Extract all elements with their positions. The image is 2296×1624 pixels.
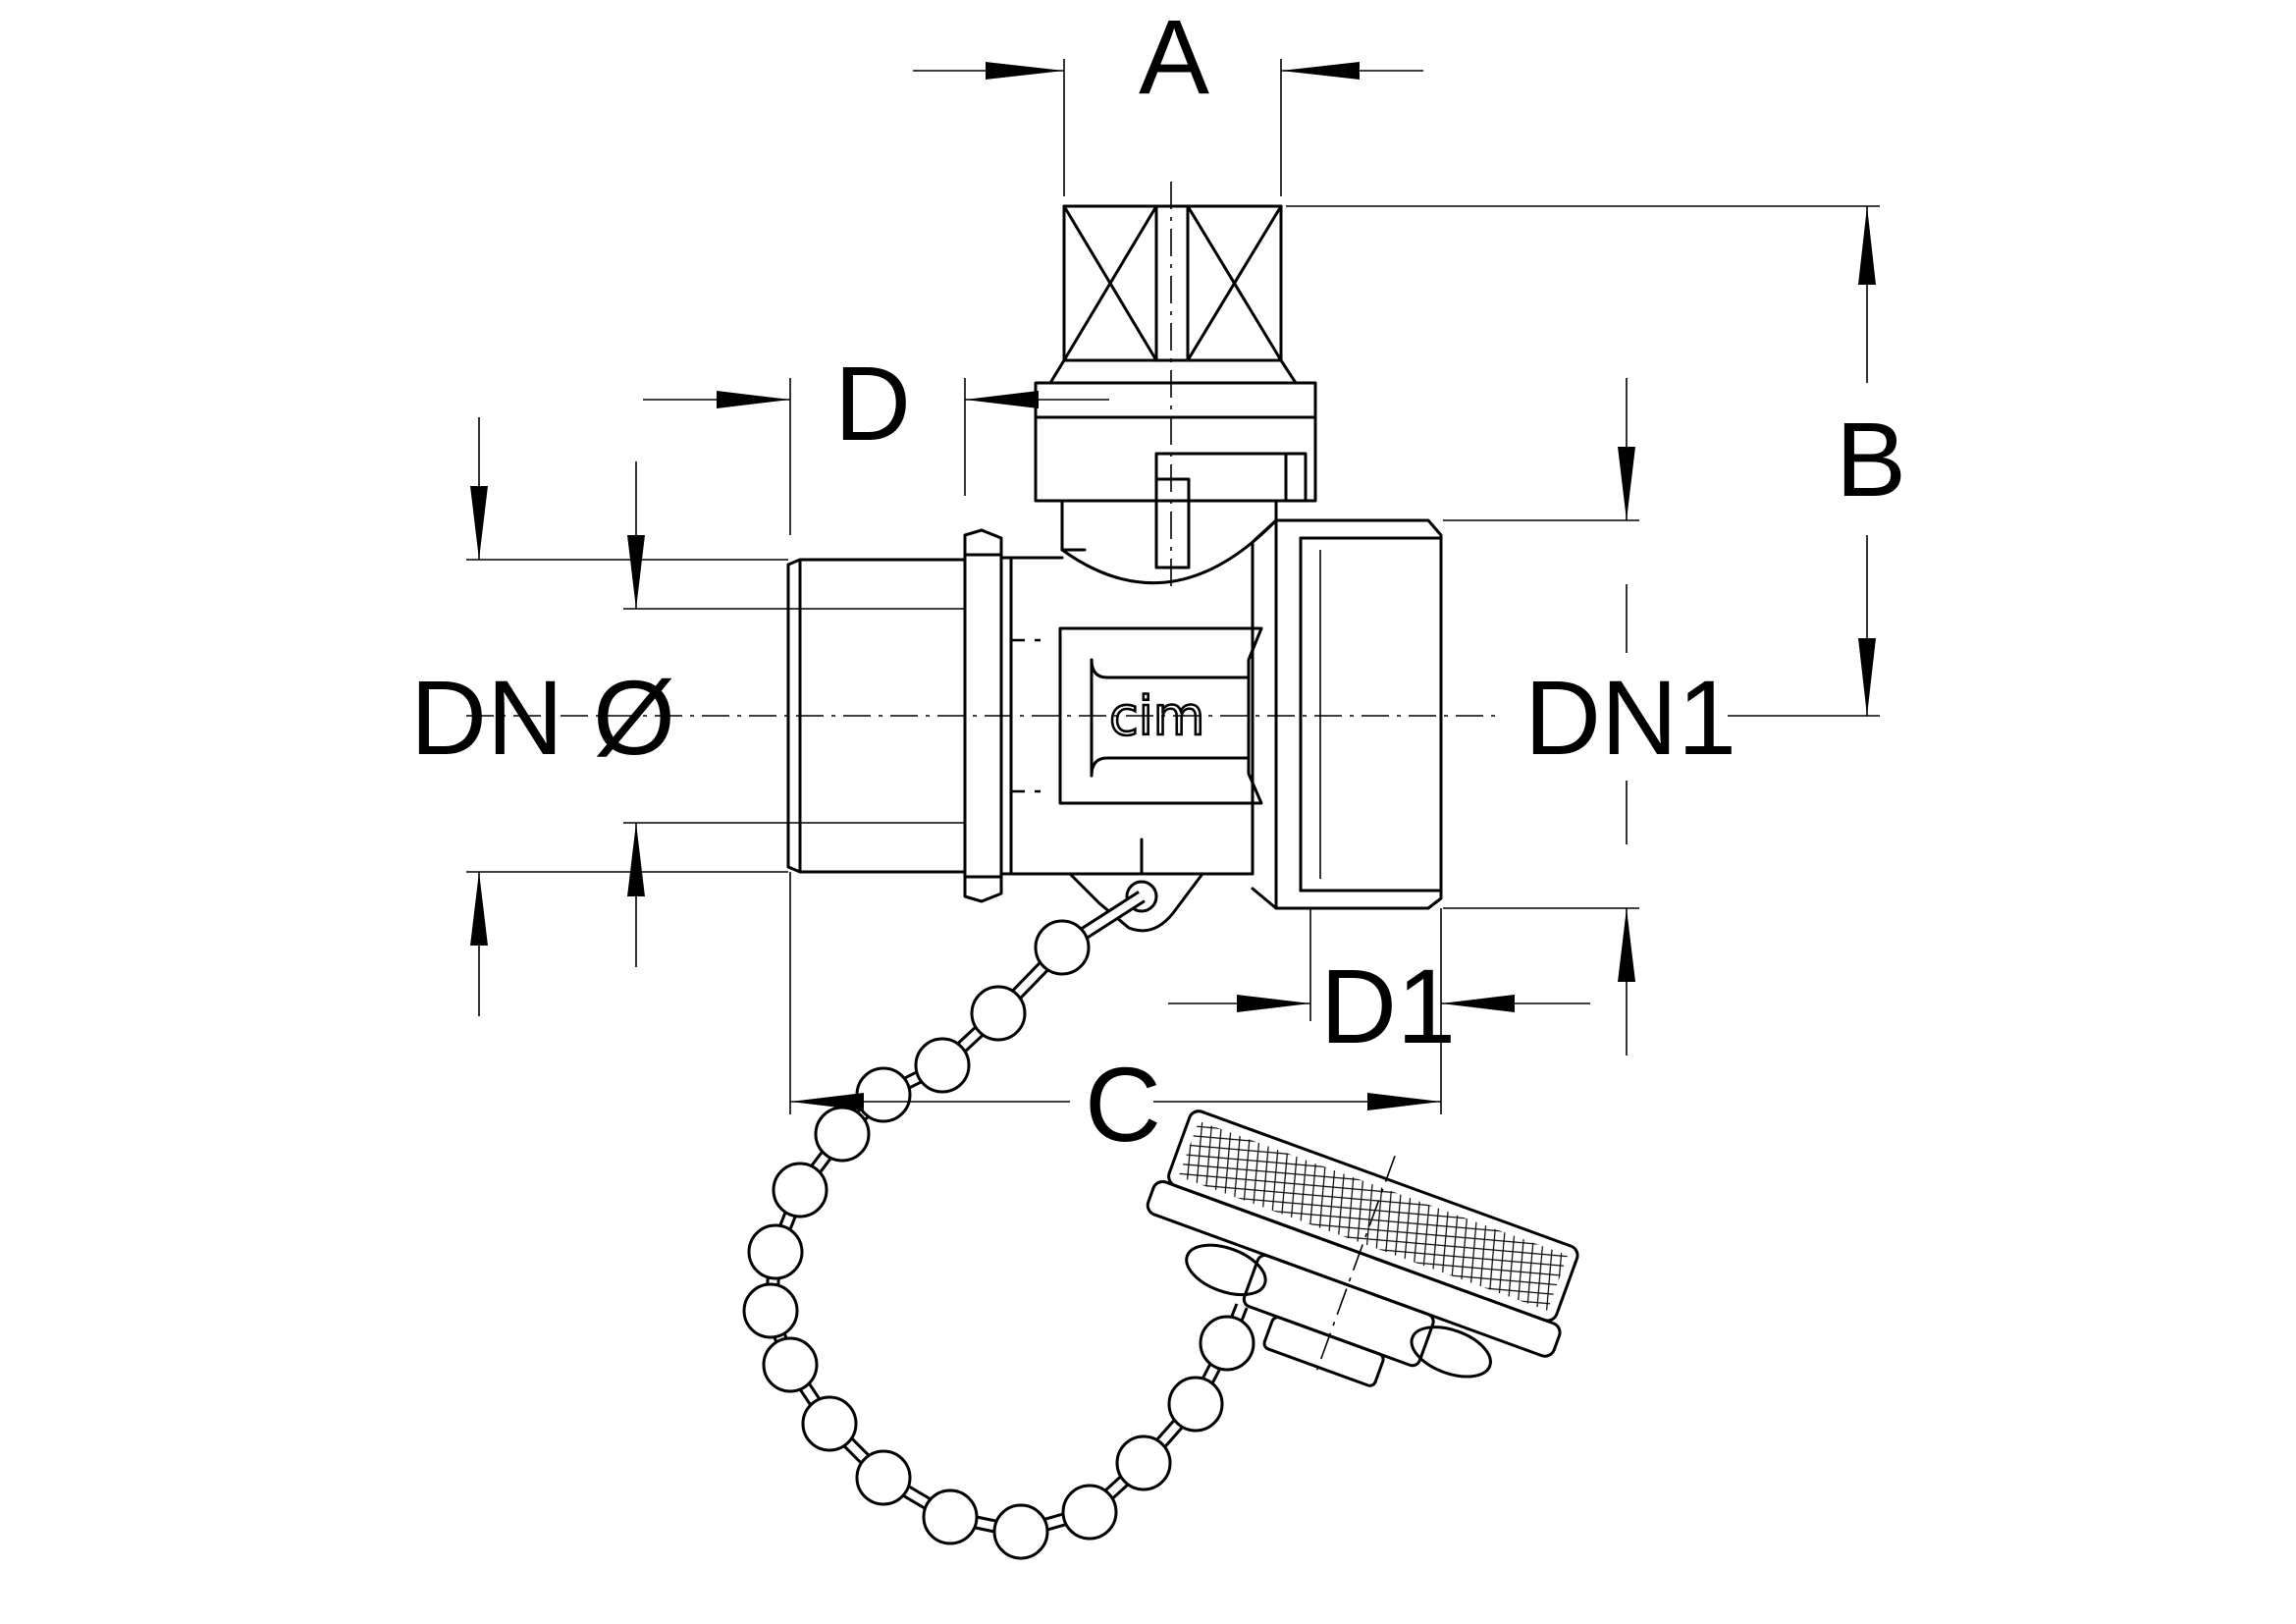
logo-cim: cim [1109,685,1204,747]
label-DN: DN Ø [410,658,675,777]
dust-cap [1146,1110,1579,1387]
chain-bead [762,1336,819,1393]
label-D: D [834,344,911,462]
chain-bead [814,1106,871,1163]
chain-bead [1167,1376,1224,1433]
chain-bead [801,1395,858,1452]
chain-bead [970,985,1027,1042]
stem-collar [1034,381,1317,569]
chain-bead [922,1489,979,1545]
bead-chain [742,891,1255,1560]
dimension-lines [466,59,1880,1114]
center-lines [466,182,1502,717]
chain-bead [772,1162,828,1218]
valve-body [1009,518,1278,876]
chain-bead [742,1282,799,1339]
left-flange [963,528,1013,903]
chain-bead [1061,1484,1118,1541]
label-DN1: DN1 [1524,658,1736,777]
chain-bead [1199,1315,1255,1372]
chain-bead [747,1223,804,1280]
chain-bead [914,1037,971,1094]
dimension-labels: A B C D D1 DN Ø DN1 cim [410,0,1906,1164]
label-A: A [1139,0,1209,116]
label-C: C [1085,1045,1161,1164]
chain-bead [855,1066,912,1123]
chain-bead [992,1503,1049,1560]
chain-eyelet [1068,838,1204,933]
label-B: B [1836,400,1906,518]
chain-bead [1034,919,1091,976]
label-D1: D1 [1320,947,1456,1065]
chain-bead [855,1449,912,1506]
right-female-end [1251,518,1443,910]
square-stem-head [1048,204,1298,385]
left-male-thread [786,558,967,874]
chain-bead [1115,1435,1172,1491]
